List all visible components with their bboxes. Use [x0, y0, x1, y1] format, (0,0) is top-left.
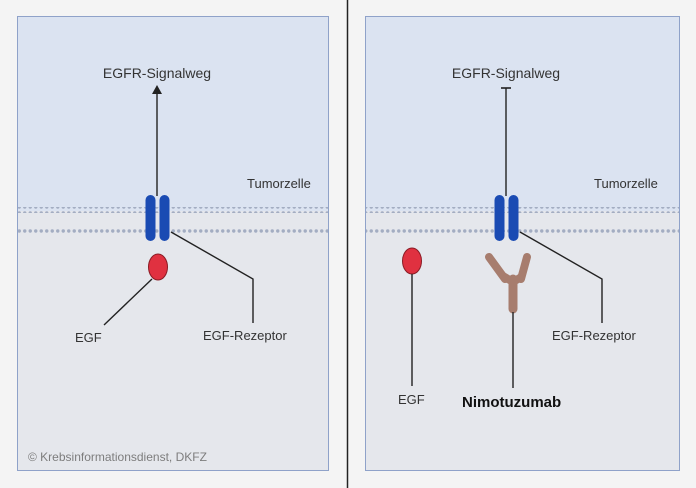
arrow-head-icon: [152, 85, 162, 94]
panel-left: EGFR-Signalweg Tumorzelle EGF-Rezeptor E…: [17, 16, 329, 471]
receptor-icon: [145, 195, 170, 241]
extracellular-region-left: [17, 16, 329, 211]
cell-label-right: Tumorzelle: [594, 176, 658, 191]
extracellular-region-right: [365, 16, 680, 211]
receptor-label-left: EGF-Rezeptor: [203, 328, 287, 343]
panel-frame-right: [365, 16, 680, 471]
ligand-label-right: EGF: [398, 392, 425, 407]
cell-label-left: Tumorzelle: [247, 176, 311, 191]
credit-text: © Krebsinformationsdienst, DKFZ: [28, 450, 207, 464]
panel-frame-left: [17, 16, 329, 471]
pathway-label-left: EGFR-Signalweg: [103, 65, 211, 81]
intracellular-region-left: [17, 211, 329, 471]
panel-right: EGFR-Signalweg Tumorzelle EGF-Rezeptor N…: [365, 16, 680, 471]
receptor-label-right: EGF-Rezeptor: [552, 328, 636, 343]
antibody-label: Nimotuzumab: [462, 394, 561, 411]
membrane-inner-right: [366, 229, 679, 235]
ligand-leader-left: [103, 278, 153, 326]
egf-ligand-icon: [402, 247, 422, 275]
egf-ligand-icon: [148, 253, 168, 281]
receptor-icon: [494, 195, 519, 241]
membrane-inner-left: [18, 229, 328, 235]
pathway-label-right: EGFR-Signalweg: [452, 65, 560, 81]
ligand-label-left: EGF: [75, 330, 102, 345]
membrane-outer-left: [18, 207, 328, 213]
antibody-hinge: [500, 272, 526, 286]
receptor-leader-left: [170, 231, 254, 323]
receptor-leader-right: [519, 231, 603, 323]
membrane-outer-right: [366, 207, 679, 213]
